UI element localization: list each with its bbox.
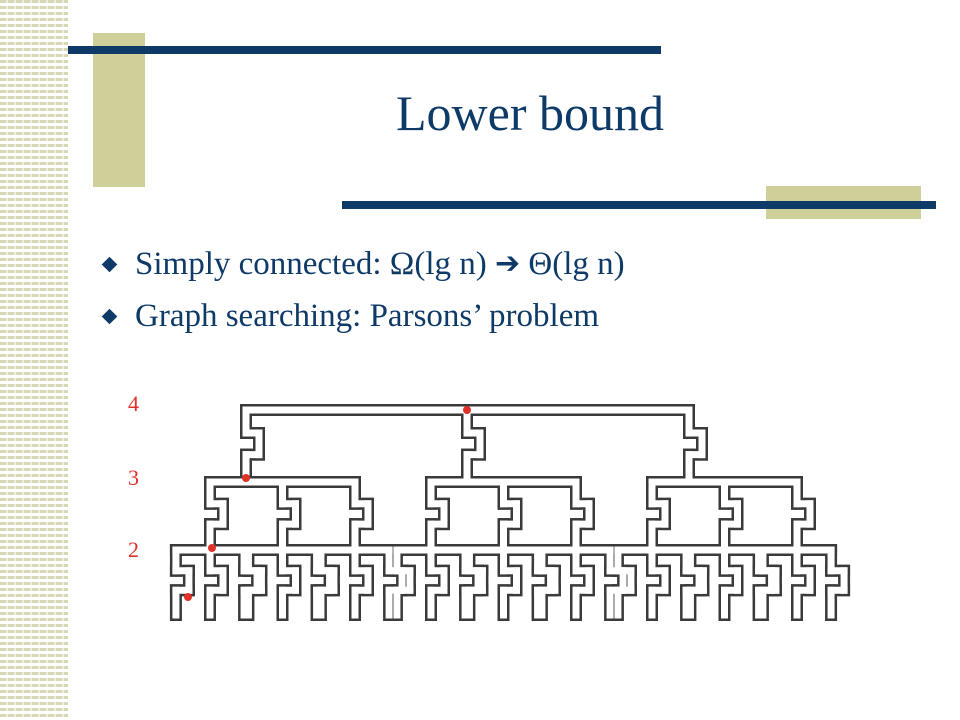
right-arrow-icon: ➔ xyxy=(494,246,521,281)
bullet-text-prefix: Simply connected: xyxy=(135,245,390,282)
level-label-4: 4 xyxy=(128,391,139,416)
bullet-list: Simply connected: Ω(lg n) ➔ Θ(lg n) Grap… xyxy=(100,238,625,342)
bullet-text: Graph searching: Parsons’ problem xyxy=(135,297,600,334)
bullet-graph-searching: Graph searching: Parsons’ problem xyxy=(100,290,625,342)
searcher-marker-3 xyxy=(208,544,216,552)
searcher-marker-4 xyxy=(184,593,192,601)
title-frame-rule-bottom xyxy=(342,201,936,209)
theta-symbol: Θ xyxy=(520,245,553,282)
bullet-simply-connected: Simply connected: Ω(lg n) ➔ Θ(lg n) xyxy=(100,238,625,290)
searcher-marker-2 xyxy=(242,474,250,482)
bullet-text-mid: (lg n) xyxy=(414,245,495,282)
omega-symbol: Ω xyxy=(389,245,415,282)
left-stripe-band xyxy=(0,0,68,720)
title-frame-rule-top xyxy=(68,46,661,54)
searcher-marker-1 xyxy=(463,406,471,414)
bullet-text-suffix: (lg n) xyxy=(552,245,625,282)
level-label-2: 2 xyxy=(128,537,139,562)
slide-title: Lower bound xyxy=(396,85,664,141)
level-label-3: 3 xyxy=(128,465,139,490)
title-frame-olive-block-left xyxy=(93,33,145,187)
